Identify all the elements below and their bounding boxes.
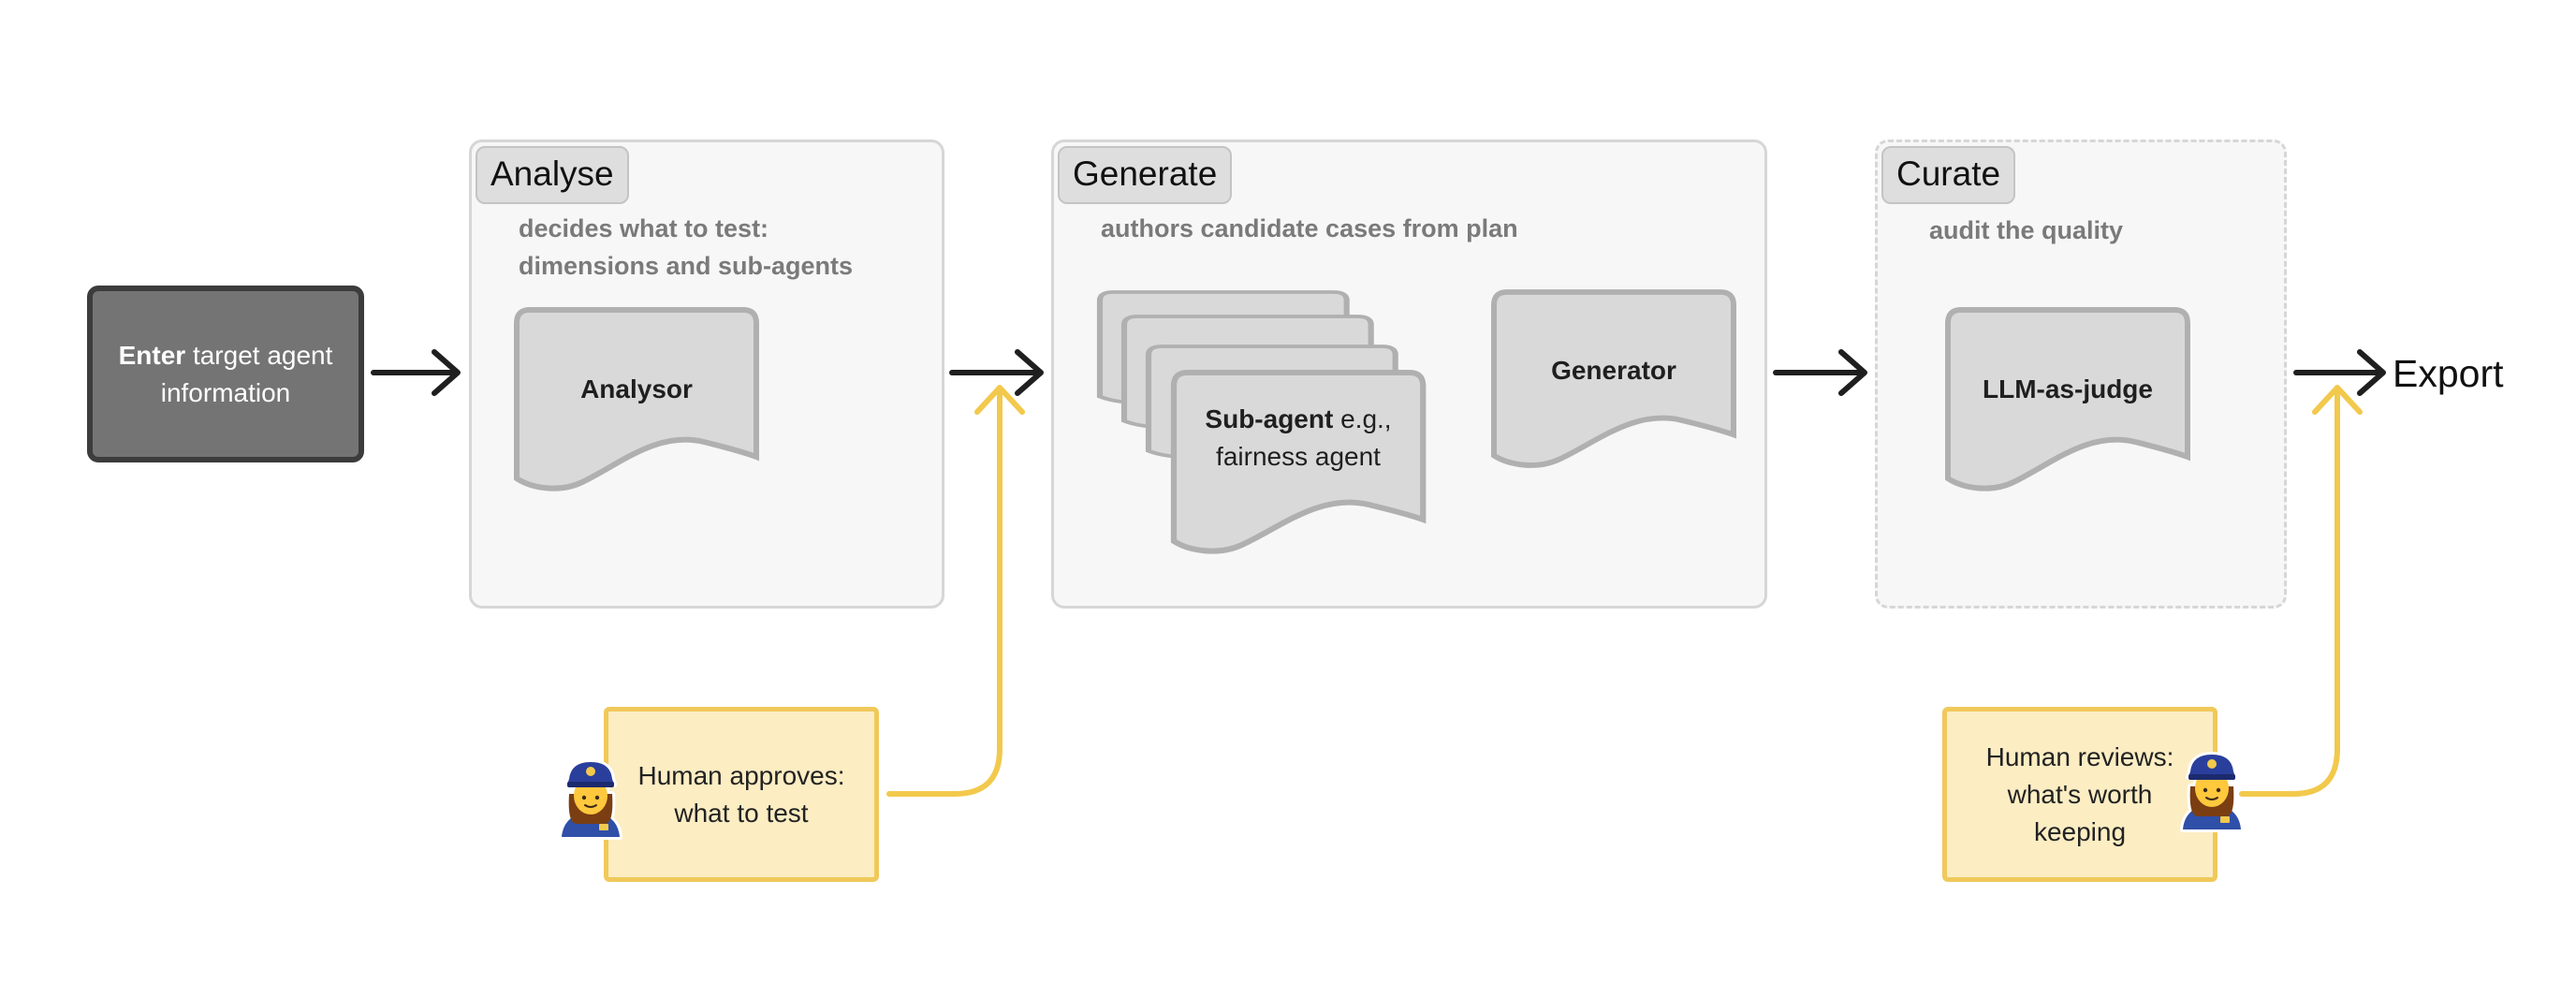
analysor-label: Analysor [517, 371, 756, 408]
analysor-label-text: Analysor [580, 374, 693, 403]
subagent-label-wrap: Sub-agent e.g., fairness agent [1174, 401, 1423, 476]
start-input-text: Enter target agent information [93, 337, 359, 412]
human-approve-text: Human approves: what to test [637, 757, 844, 832]
llm-judge-label-wrap: LLM-as-judge [1948, 371, 2188, 408]
start-input-box: Enter target agent information [87, 286, 364, 462]
flow-arrow-curate-to-export [2293, 349, 2386, 396]
subagent-label-bold: Sub-agent [1205, 404, 1334, 433]
stage-curate-description: audit the quality [1929, 216, 2124, 244]
human-review-connector [2239, 385, 2363, 797]
export-label: Export [2393, 352, 2504, 395]
stage-analyse-description: decides what to test: dimensions and sub… [519, 210, 853, 285]
stage-generate-description: authors candidate cases from plan [1101, 214, 1518, 242]
subagent-label-line-2: fairness agent [1216, 442, 1381, 471]
llm-judge-label: LLM-as-judge [1948, 371, 2188, 408]
start-input-rest: target agent information [160, 340, 333, 407]
generator-label-text: Generator [1551, 356, 1676, 385]
stage-analyse-description-line-1: decides what to test: [519, 214, 769, 242]
flow-arrow-start-to-analyse [371, 349, 461, 396]
police-officer-woman-icon [2180, 752, 2244, 832]
human-review-text: Human reviews: what's worth keeping [1986, 739, 2174, 851]
human-review-box: Human reviews: what's worth keeping [1942, 707, 2217, 882]
analysor-label-wrap: Analysor [517, 371, 756, 408]
stage-analyse-title: Analyse [476, 146, 629, 204]
human-review-line-3: keeping [2033, 816, 2127, 846]
flow-arrow-generate-to-curate [1773, 349, 1867, 396]
police-officer-woman-icon [559, 759, 622, 840]
generator-label-wrap: Generator [1494, 352, 1734, 389]
stage-analyse-description-line-2: dimensions and sub-agents [519, 252, 854, 280]
human-approve-connector [886, 385, 1025, 797]
llm-judge-label-text: LLM-as-judge [1983, 374, 2153, 403]
stage-generate-title: Generate [1058, 146, 1233, 204]
generator-label: Generator [1494, 352, 1734, 389]
stage-curate: Curate audit the quality [1875, 139, 2287, 609]
stage-curate-title: Curate [1881, 146, 2016, 204]
start-input-bold: Enter [118, 340, 186, 370]
human-approve-line-2: what to test [674, 798, 809, 828]
human-review-line-2: what's worth [2007, 779, 2153, 809]
subagent-label: Sub-agent e.g., fairness agent [1174, 401, 1423, 476]
human-approve-line-1: Human approves: [637, 760, 845, 790]
subagent-label-rest: e.g., [1340, 404, 1392, 433]
flow-arrow-analyse-to-generate [949, 349, 1044, 396]
human-review-line-1: Human reviews: [1985, 741, 2174, 771]
human-approve-box: Human approves: what to test [604, 707, 879, 882]
